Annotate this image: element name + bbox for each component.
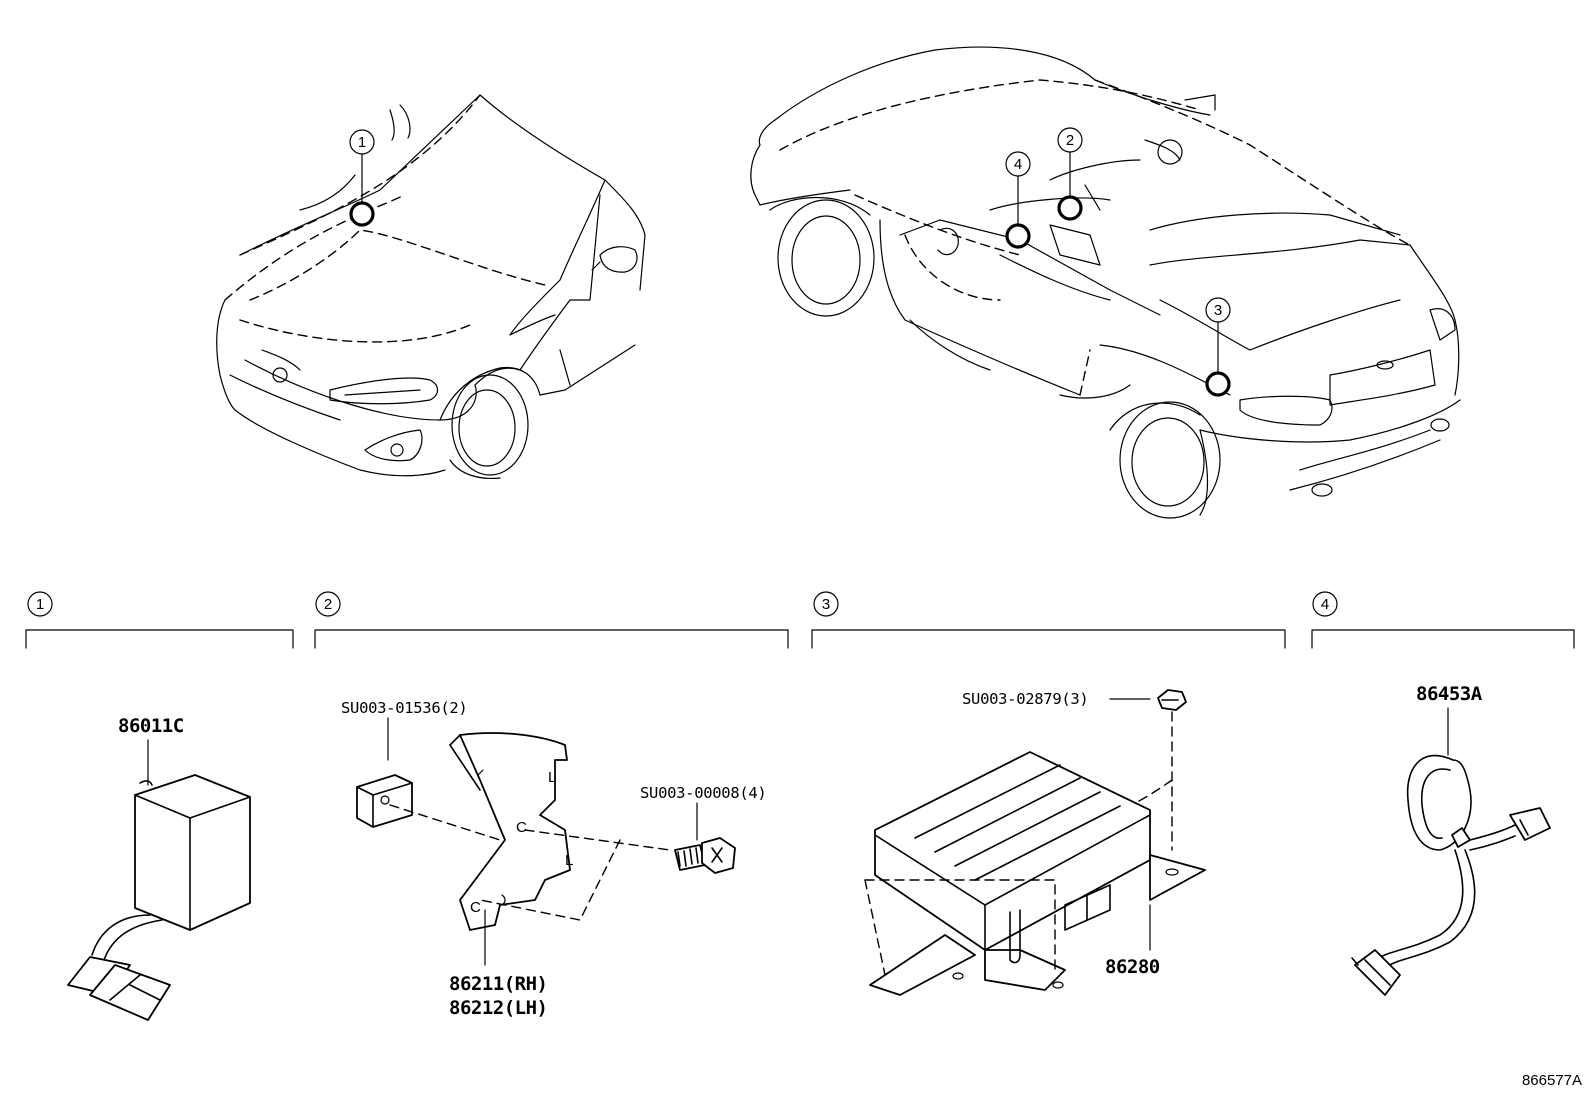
part-group-86280: SU003-02879(3) 86280 xyxy=(864,689,1206,996)
part-group-bracket: SU003-01536(2) L L C C SU003-00008(4) 86… xyxy=(341,699,767,1019)
part-label-su003-01536: SU003-01536(2) xyxy=(341,699,467,717)
section-1-bracket xyxy=(25,629,294,649)
part-label-86280: 86280 xyxy=(1105,956,1160,978)
part-label-86211: 86211(RH) xyxy=(449,973,547,995)
section-4-number: 4 xyxy=(1321,596,1329,613)
part-label-86011c: 86011C xyxy=(118,715,184,737)
location-marker-4 xyxy=(1005,223,1031,249)
part-label-86453a: 86453A xyxy=(1416,683,1483,705)
section-4-bracket xyxy=(1311,629,1575,649)
section-headers: 1 2 3 4 xyxy=(25,591,1575,649)
front-car-illustration: 1 xyxy=(216,94,646,480)
svg-text:C: C xyxy=(516,819,527,836)
section-4-circle xyxy=(1312,591,1338,617)
section-2-circle xyxy=(315,591,341,617)
callout-number-3: 3 xyxy=(1214,302,1222,319)
callout-number-2: 2 xyxy=(1066,132,1074,149)
section-3-circle xyxy=(813,591,839,617)
svg-text:L: L xyxy=(565,852,573,869)
diagram-reference-id: 866577A xyxy=(1522,1072,1582,1089)
callout-number-1: 1 xyxy=(358,134,366,151)
part-label-86212: 86212(LH) xyxy=(449,997,547,1019)
section-2-number: 2 xyxy=(324,596,332,613)
location-marker-3 xyxy=(1205,371,1231,397)
section-3-bracket xyxy=(811,629,1286,649)
part-86453a-harness: 86453A xyxy=(1351,683,1551,996)
part-86011c-module: 86011C xyxy=(67,715,251,1021)
callout-number-4: 4 xyxy=(1014,156,1022,173)
svg-text:C: C xyxy=(470,899,481,916)
section-1-circle xyxy=(27,591,53,617)
svg-text:L: L xyxy=(548,769,556,786)
part-label-su003-00008: SU003-00008(4) xyxy=(640,784,766,802)
location-marker-2 xyxy=(1057,195,1083,221)
location-marker-1 xyxy=(349,201,375,227)
section-3-number: 3 xyxy=(822,596,830,613)
rear-car-illustration: 2 4 3 xyxy=(750,46,1461,519)
part-label-su003-02879: SU003-02879(3) xyxy=(962,690,1088,708)
section-1-number: 1 xyxy=(36,596,44,613)
section-2-bracket xyxy=(314,629,789,649)
